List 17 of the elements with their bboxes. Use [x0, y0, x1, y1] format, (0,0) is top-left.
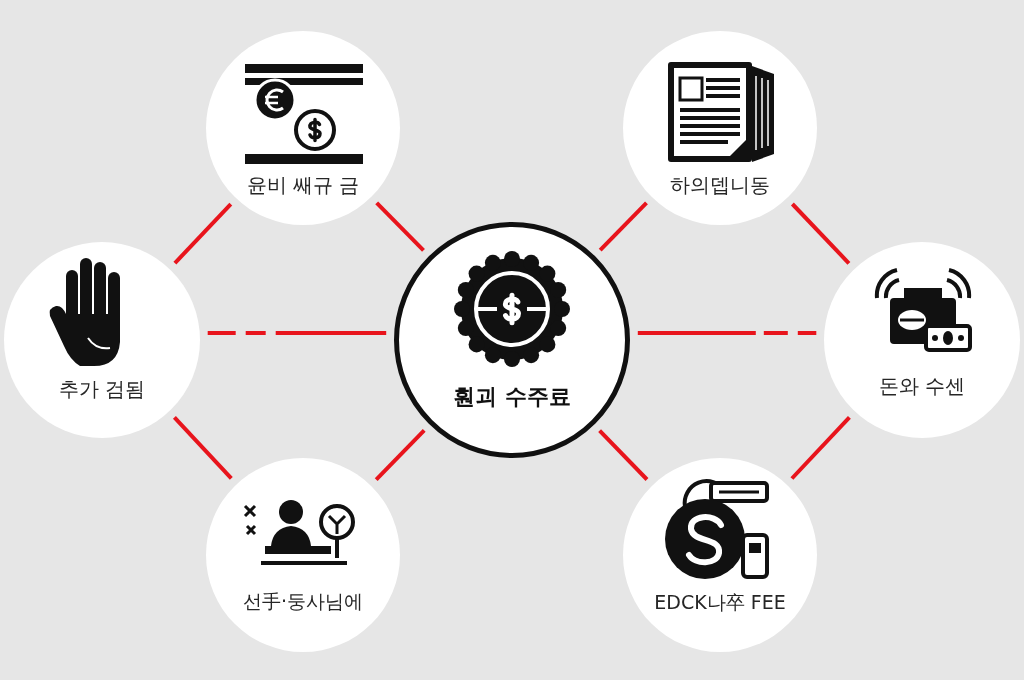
node-label: 하의뎁니동 [670, 173, 770, 197]
node-label: 선手·둥사님에 [243, 591, 363, 613]
connector-line [173, 202, 233, 265]
node-label: 훤괴 수주료 [453, 384, 571, 410]
node-label: 추가 검됨 [58, 377, 146, 401]
connector-line [375, 201, 425, 252]
connector-line [598, 201, 648, 252]
connector-line [172, 416, 233, 480]
connector-line [207, 331, 387, 335]
connector-line [790, 415, 851, 480]
node-label: 윤비 쌔규 금 [246, 173, 360, 197]
node-label: 돈와 수센 [878, 374, 966, 398]
connector-line [637, 331, 817, 335]
connector-line [790, 202, 851, 265]
node-label: EDCK나卒 FEE [654, 592, 786, 614]
connector-line [598, 429, 649, 481]
connector-line [374, 428, 426, 482]
